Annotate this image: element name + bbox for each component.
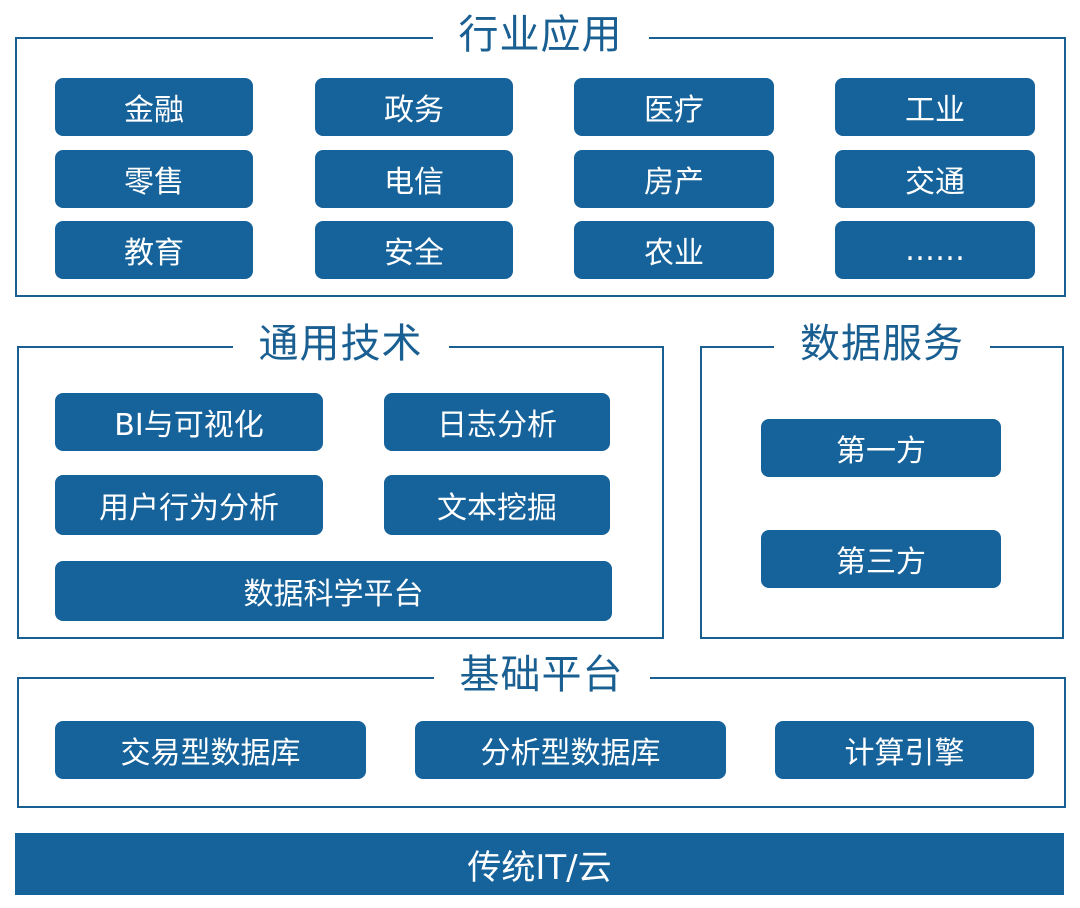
traditional-it-cloud-bar: 传统IT/云 (15, 833, 1064, 895)
industry-item-more: …… (835, 221, 1035, 279)
base-title: 基础平台 (433, 647, 650, 703)
industry-item-education: 教育 (55, 221, 253, 279)
base-item-transactional-db: 交易型数据库 (55, 721, 366, 779)
base-platform-panel: 基础平台 (17, 647, 1066, 808)
industry-item-government: 政务 (315, 78, 513, 136)
data-service-title: 数据服务 (774, 316, 990, 372)
tech-title: 通用技术 (232, 316, 449, 372)
base-item-analytical-db: 分析型数据库 (415, 721, 726, 779)
industry-item-security: 安全 (315, 221, 513, 279)
tech-item-text-mining: 文本挖掘 (384, 475, 610, 535)
general-tech-panel: 通用技术 (17, 316, 664, 639)
industry-item-industry: 工业 (835, 78, 1035, 136)
industry-item-transport: 交通 (835, 150, 1035, 208)
industry-item-agriculture: 农业 (574, 221, 774, 279)
data-service-first-party: 第一方 (761, 419, 1001, 477)
base-item-compute-engine: 计算引擎 (775, 721, 1034, 779)
industry-item-finance: 金融 (55, 78, 253, 136)
data-service-panel: 数据服务 (700, 316, 1064, 639)
tech-item-bi-visualization: BI与可视化 (55, 393, 323, 451)
industry-item-real-estate: 房产 (574, 150, 774, 208)
tech-item-user-behavior: 用户行为分析 (55, 475, 323, 535)
industry-item-telecom: 电信 (315, 150, 513, 208)
data-service-third-party: 第三方 (761, 530, 1001, 588)
industry-item-medical: 医疗 (574, 78, 774, 136)
tech-item-data-science-platform: 数据科学平台 (55, 561, 612, 621)
industry-applications-panel: 行业应用 (15, 7, 1066, 297)
industry-item-retail: 零售 (55, 150, 253, 208)
industry-title: 行业应用 (432, 7, 649, 63)
tech-item-log-analysis: 日志分析 (384, 393, 610, 451)
